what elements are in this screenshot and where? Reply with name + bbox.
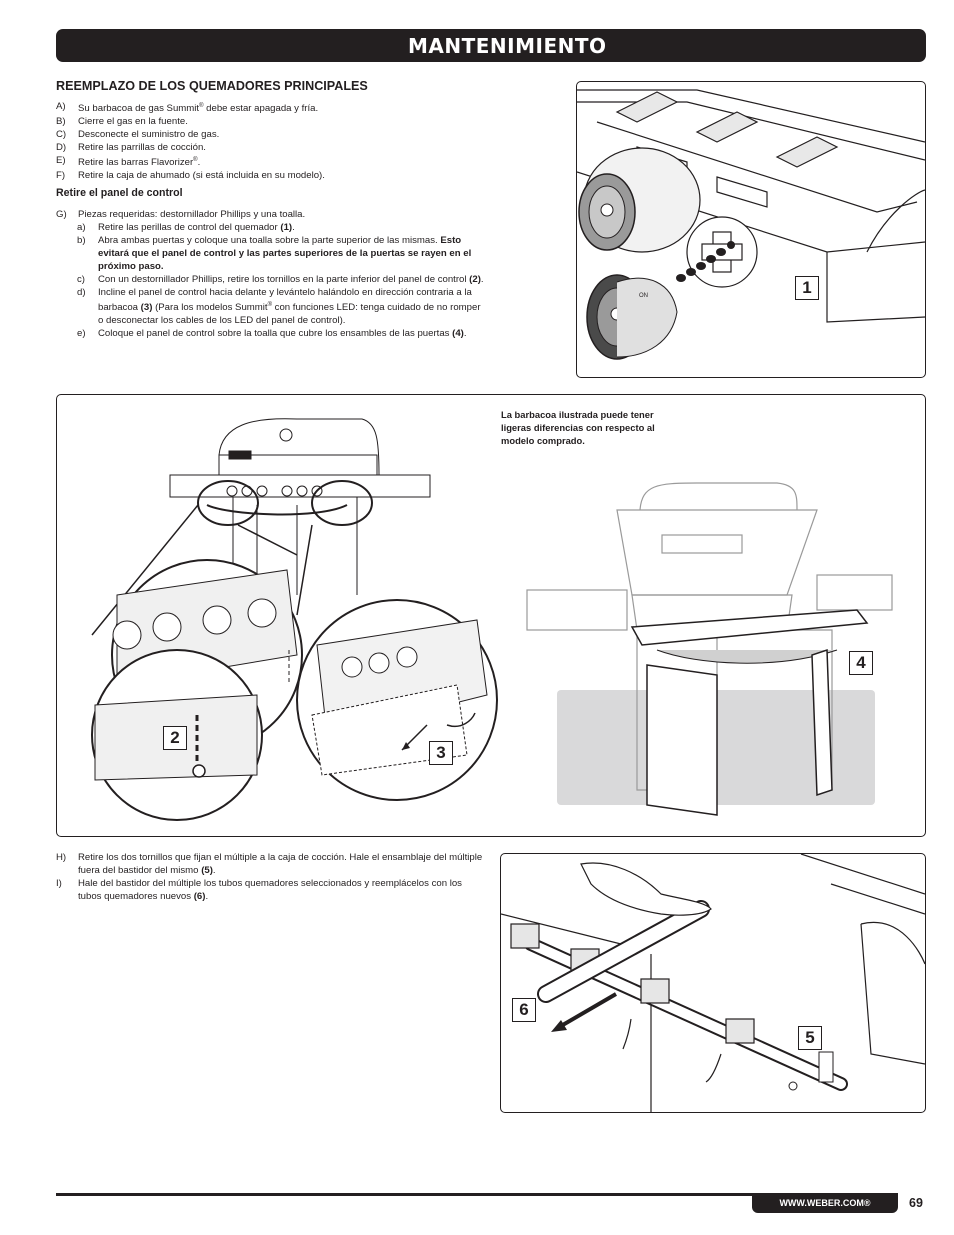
step-f: F)Retire la caja de ahumado (si está inc… [56,170,325,182]
step-c: C)Desconecte el suministro de gas. [56,129,220,141]
removal-dash-line [676,241,735,282]
subsection-title: Retire el panel de control [56,187,183,199]
steps-list-g: G)Piezas requeridas: destornillador Phil… [56,208,484,340]
grill-with-panel [526,482,893,791]
step-i: I)Hale del bastidor del múltiple los tub… [56,878,462,902]
callout-2: 2 [163,726,187,750]
control-panel-on-towel [630,609,869,816]
figure-control-panel: 2 3 4 [56,394,926,837]
substep-d: d)Incline el panel de control hacia dela… [77,287,481,327]
step-g: G)Piezas requeridas: destornillador Phil… [56,209,306,220]
burner-tube [537,900,710,1003]
page-number: 69 [909,1196,923,1210]
callout-3: 3 [429,741,453,765]
step-b: B)Cierre el gas en la fuente. [56,116,188,128]
figure-burner-removal: 6 5 [500,853,926,1113]
substep-a: a)Retire las perillas de control del que… [77,222,295,233]
substep-b: b)Abra ambas puertas y coloque una toall… [77,235,472,272]
knob-removal-illustration: ON [577,89,925,360]
substep-e: e)Coloque el panel de control sobre la t… [77,328,467,340]
page-title: MANTENIMIENTO [408,34,607,58]
burner-removal-illustration [501,854,925,1112]
rotation-arrows [622,1018,722,1083]
footer-url: WWW.WEBER.COM® [752,1194,898,1213]
steps-list-a-f: A)Su barbacoa de gas Summit® debe estar … [56,100,526,182]
manifold-screw [788,1081,798,1091]
figure-knob-removal: ON 1 [576,81,926,378]
phillips-screw [192,764,206,778]
callout-6: 6 [512,998,536,1022]
step-h: H)Retire los dos tornillos que fijan el … [56,852,483,876]
control-panel-illustration [91,418,893,821]
step-d: D)Retire las parrillas de cocción. [56,142,206,154]
burner-knob-upper [578,173,636,251]
knob-on-label: ON [639,293,648,299]
callout-5: 5 [798,1026,822,1050]
step-e: E)Retire las barras Flavorizer®. [56,155,201,169]
step-a: A)Su barbacoa de gas Summit® debe estar … [56,101,319,115]
callout-1: 1 [795,276,819,300]
section-title: REEMPLAZO DE LOS QUEMADORES PRINCIPALES [56,79,368,93]
pull-arrow [551,992,618,1032]
illustration-note: La barbacoa ilustrada puede tener ligera… [501,409,655,446]
hand [580,862,712,916]
detail-circle-tilt [296,599,498,801]
burner-knob-lower: ON [586,274,678,360]
footer-rule [56,1193,898,1196]
substep-c: c)Con un destornillador Phillips, retire… [77,274,484,285]
callout-4: 4 [849,651,873,675]
grill-overview [91,418,431,636]
manifold-bracket [818,1051,834,1083]
steps-list-h-i: H)Retire los dos tornillos que fijan el … [56,851,484,903]
page-header-bar: MANTENIMIENTO [56,29,926,62]
